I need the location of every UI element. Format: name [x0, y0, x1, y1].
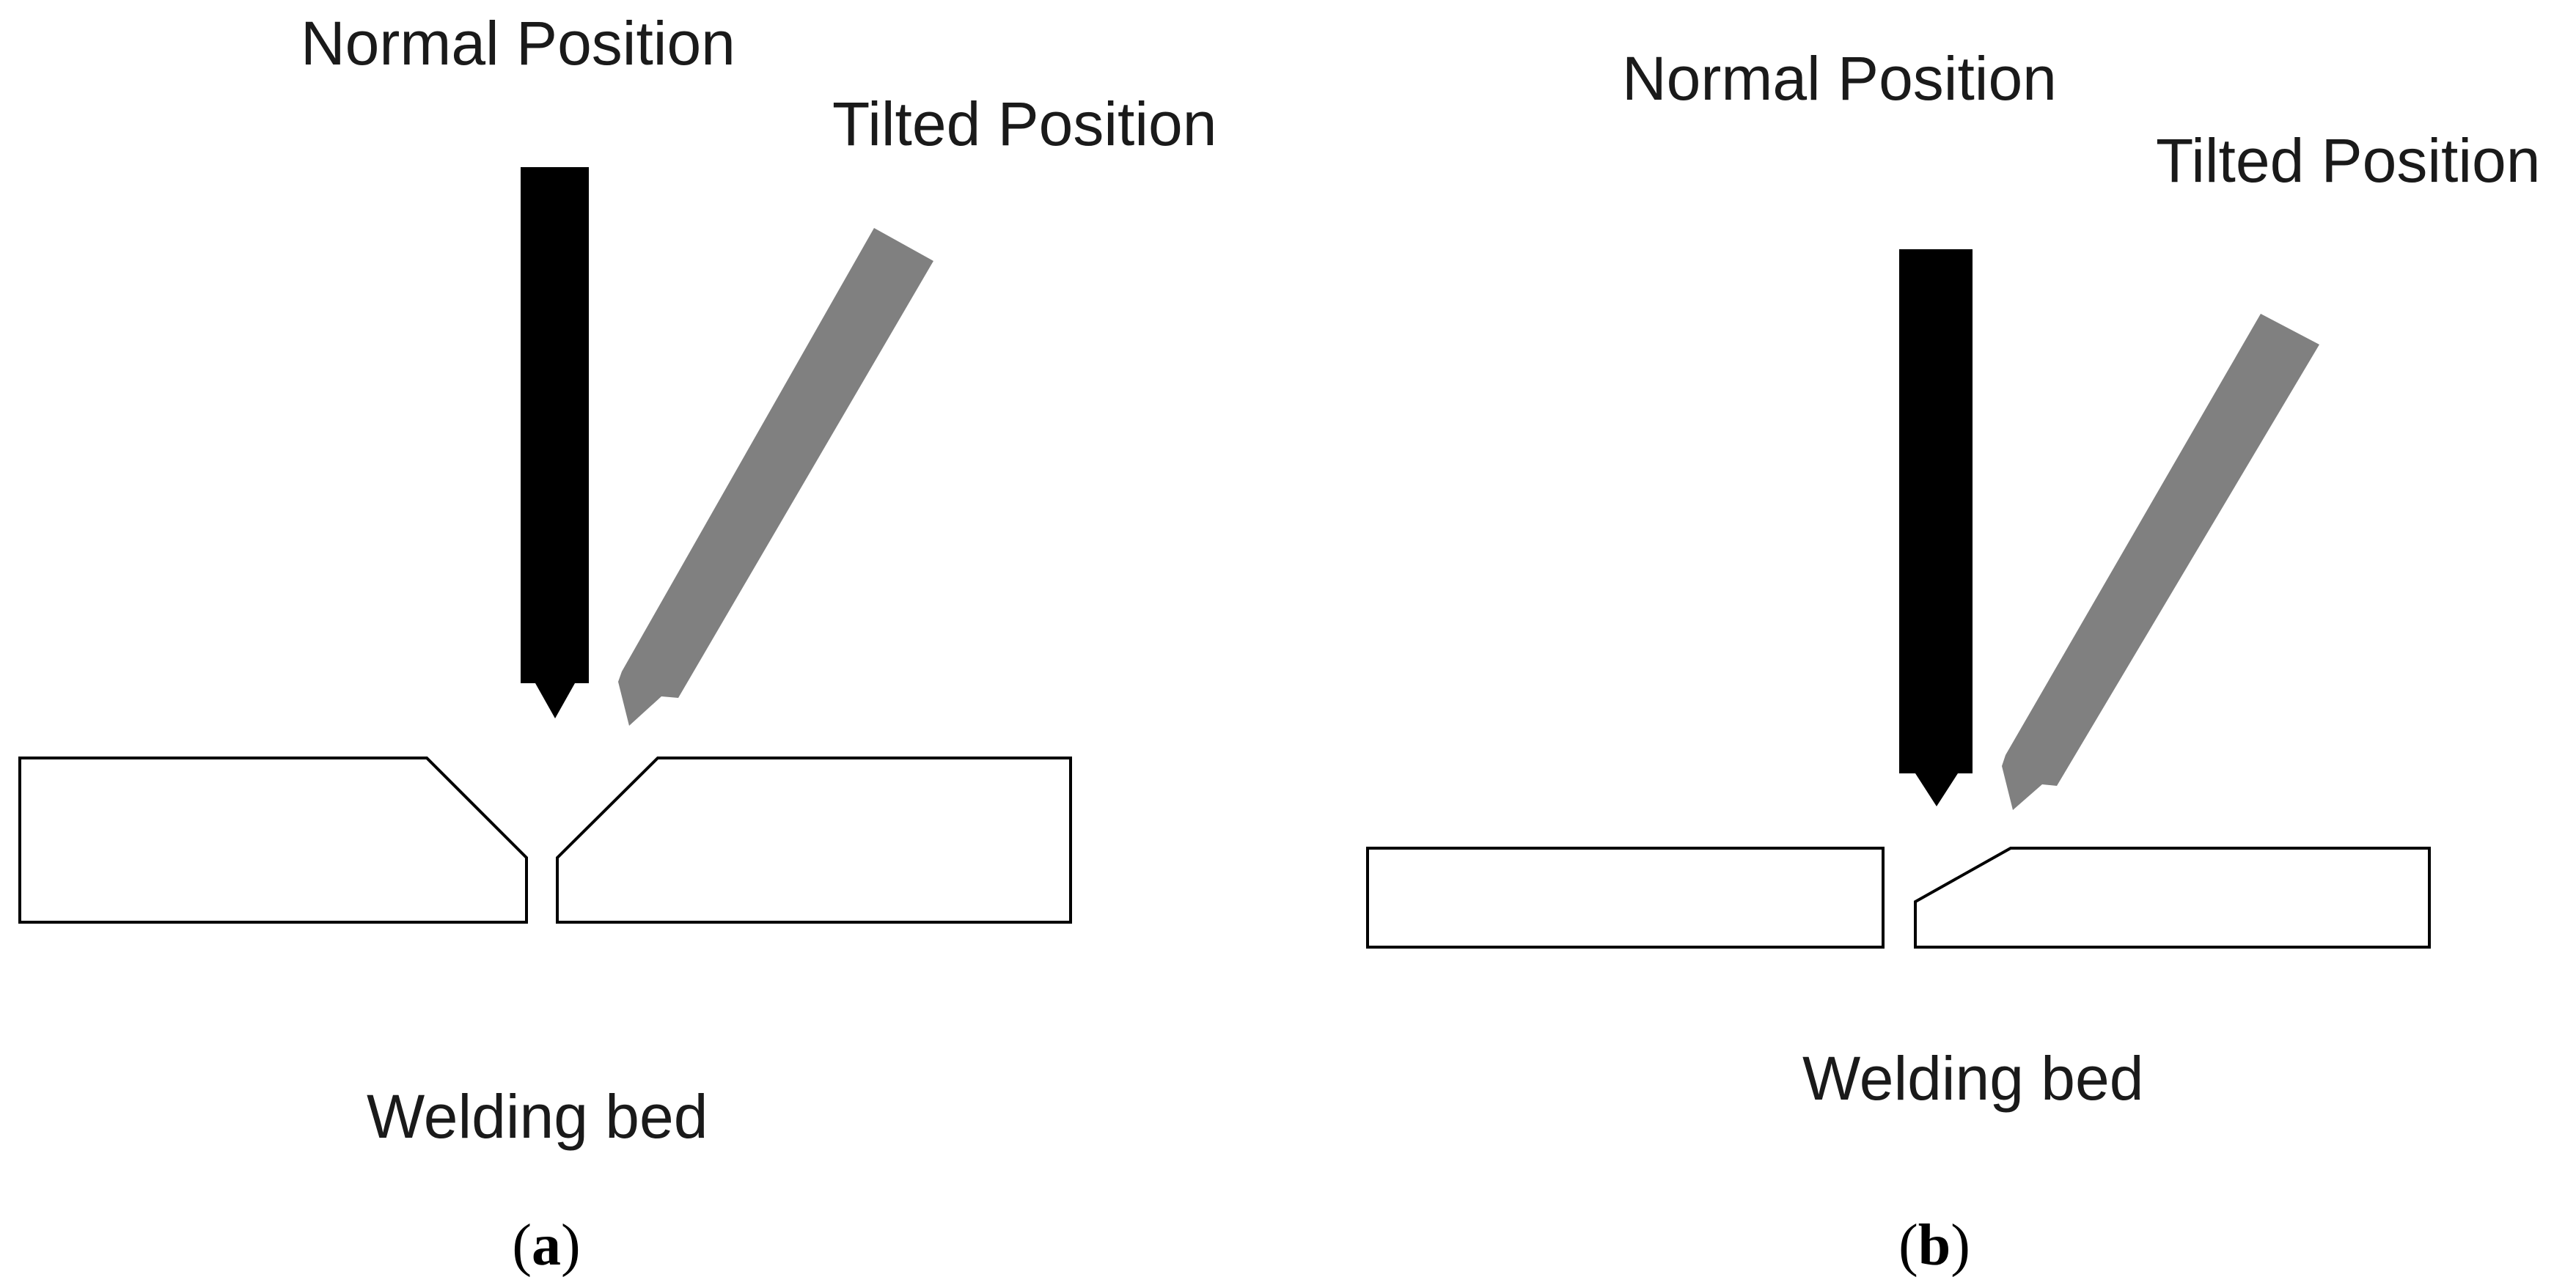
panel-b-tilted-electrode: [2002, 314, 2319, 810]
panel-b-right-plate: [1914, 847, 2431, 949]
panel-a: Normal Position Tilted Position Welding …: [18, 9, 1217, 1278]
panel-a-tilted-position-label: Tilted Position: [832, 89, 1217, 158]
panel-a-welding-bed-label: Welding bed: [367, 1082, 708, 1151]
panel-a-left-plate: [18, 757, 528, 924]
panel-b-left-plate: [1366, 847, 1885, 949]
panel-a-caption-letter: a: [532, 1213, 561, 1278]
panel-b-welding-bed-label: Welding bed: [1802, 1044, 2143, 1113]
panel-b: Normal Position Tilted Position Welding …: [1366, 44, 2540, 1278]
panel-a-right-plate: [556, 757, 1072, 924]
panel-b-tilted-position-label: Tilted Position: [2156, 126, 2540, 195]
panel-b-normal-position-label: Normal Position: [1622, 44, 2057, 113]
panel-a-tilted-electrode: [618, 228, 933, 726]
panel-a-caption: (a): [512, 1213, 580, 1278]
panel-b-caption-letter: b: [1918, 1213, 1951, 1278]
panel-b-caption: (b): [1898, 1213, 1970, 1278]
panel-a-normal-electrode: [521, 167, 589, 718]
panel-a-normal-position-label: Normal Position: [301, 9, 735, 78]
panel-b-normal-electrode: [1899, 249, 1973, 806]
